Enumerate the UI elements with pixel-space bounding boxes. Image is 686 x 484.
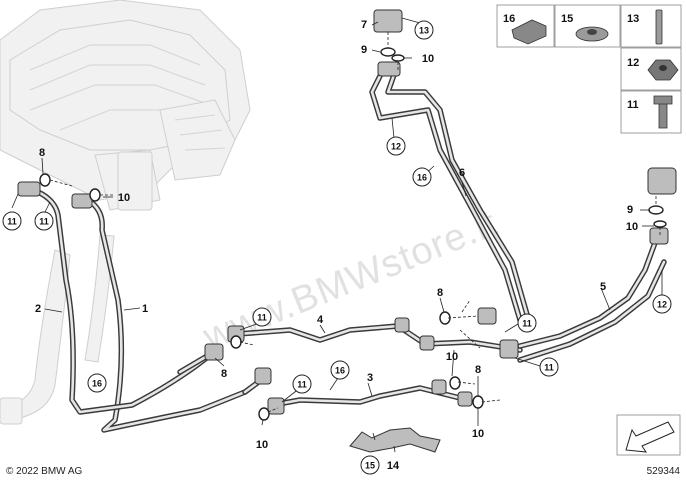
svg-text:11: 11	[544, 363, 554, 373]
label-3[interactable]: 3	[367, 372, 373, 384]
callout-11d[interactable]: 11	[292, 374, 312, 394]
pipe-3	[275, 385, 463, 407]
callout-11f[interactable]: 11	[539, 357, 559, 377]
pipe-6	[369, 69, 531, 323]
pipe-4	[235, 323, 523, 353]
label-6[interactable]: 6	[459, 167, 465, 179]
svg-text:15: 15	[561, 13, 573, 25]
label-10c[interactable]: 10	[446, 351, 458, 363]
assembly-lines	[49, 32, 661, 413]
callout-12b[interactable]: 12	[652, 294, 672, 314]
label-14[interactable]: 14	[387, 460, 400, 472]
seal-rings	[39, 47, 667, 421]
svg-text:15: 15	[365, 461, 375, 471]
svg-text:12: 12	[657, 300, 667, 310]
svg-text:12: 12	[627, 57, 639, 69]
hex-bolt-icon	[653, 95, 673, 129]
fittings	[17, 9, 677, 453]
svg-text:11: 11	[522, 319, 532, 329]
engine-ghost	[0, 0, 251, 425]
pipe-5	[517, 237, 667, 363]
label-10f[interactable]: 10	[626, 221, 638, 233]
clip-16-icon	[511, 19, 547, 45]
stud-bolt-icon	[655, 9, 663, 45]
label-8d[interactable]: 8	[475, 364, 481, 376]
label-2[interactable]: 2	[35, 303, 41, 315]
callout-15[interactable]: 15	[360, 455, 380, 475]
label-10e[interactable]: 10	[422, 53, 434, 65]
svg-text:11: 11	[297, 380, 307, 390]
svg-text:11: 11	[39, 217, 49, 227]
callout-11c[interactable]: 11	[252, 307, 272, 327]
label-1[interactable]: 1	[142, 303, 148, 315]
label-8b[interactable]: 8	[221, 368, 227, 380]
callout-13[interactable]: 13	[414, 20, 434, 40]
label-9b[interactable]: 9	[627, 204, 633, 216]
label-10a[interactable]: 10	[118, 192, 130, 204]
svg-text:13: 13	[627, 13, 639, 25]
legend-item-11[interactable]: 11	[627, 95, 673, 129]
legend-item-12[interactable]: 12	[627, 57, 679, 81]
svg-text:16: 16	[417, 173, 427, 183]
callout-16c[interactable]: 16	[412, 167, 432, 187]
callout-11b[interactable]: 11	[34, 211, 54, 231]
label-5[interactable]: 5	[600, 281, 606, 293]
legend-item-16[interactable]: 16	[503, 13, 547, 45]
copyright-text: © 2022 BMW AG	[6, 466, 83, 477]
pipe-1	[85, 197, 248, 433]
parts-legend: 16 15 13 12 11	[496, 4, 682, 134]
label-10d[interactable]: 10	[472, 428, 484, 440]
svg-text:11: 11	[7, 217, 17, 227]
callout-16b[interactable]: 16	[330, 360, 350, 380]
front-direction-arrow-icon	[625, 421, 675, 453]
label-8a[interactable]: 8	[39, 147, 45, 159]
diagram-ref-number: 529344	[647, 466, 681, 477]
callout-11a[interactable]: 11	[2, 211, 22, 231]
callout-12a[interactable]: 12	[386, 136, 406, 156]
legend-item-13[interactable]: 13	[627, 9, 663, 45]
label-7[interactable]: 7	[361, 19, 367, 31]
svg-text:11: 11	[627, 99, 639, 111]
callout-11e[interactable]: 11	[517, 313, 537, 333]
svg-text:16: 16	[335, 366, 345, 376]
svg-text:16: 16	[503, 13, 515, 25]
svg-text:16: 16	[92, 379, 102, 389]
pipe-2	[35, 189, 217, 415]
svg-text:12: 12	[391, 142, 401, 152]
svg-text:13: 13	[419, 26, 429, 36]
direction-arrow-box	[616, 414, 681, 456]
svg-text:11: 11	[257, 313, 267, 323]
label-10b[interactable]: 10	[256, 439, 268, 451]
legend-item-15[interactable]: 15	[561, 13, 609, 42]
label-4[interactable]: 4	[317, 314, 324, 326]
callout-16a[interactable]: 16	[87, 373, 107, 393]
label-8c[interactable]: 8	[437, 287, 443, 299]
label-9a[interactable]: 9	[361, 44, 367, 56]
